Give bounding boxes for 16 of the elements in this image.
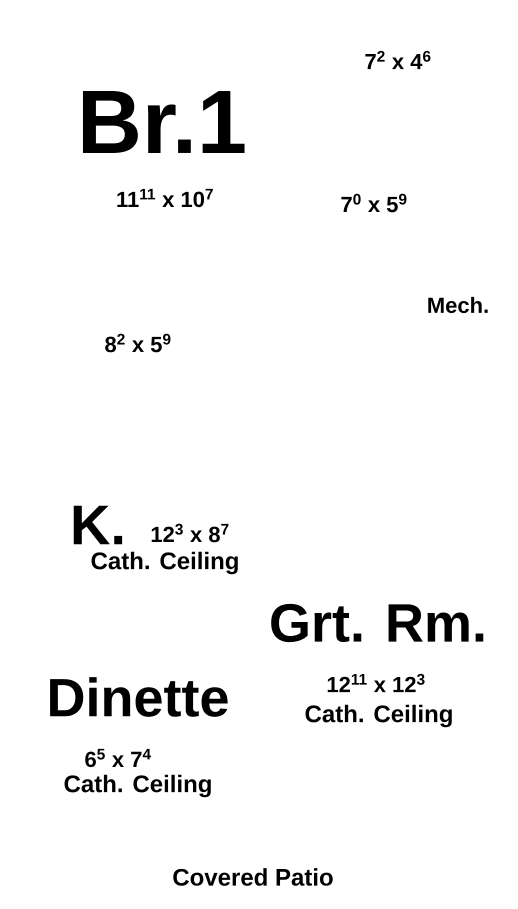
ceiling-note: Cath. Ceiling bbox=[92, 552, 238, 574]
room-label: Br.1 bbox=[82, 91, 245, 153]
dimension-label: 12$^{11}$ x 12$^{3}$ bbox=[328, 674, 425, 692]
ceiling-note: Cath. Ceiling bbox=[64, 774, 211, 798]
dimension-label: 12$^{3}$ x 8$^{7}$ bbox=[152, 524, 228, 542]
room-label: Grt. Rm. bbox=[271, 604, 484, 642]
dimension-label: 8$^{2}$ x 5$^{9}$ bbox=[105, 334, 170, 352]
room-label: Dinette bbox=[50, 677, 228, 717]
dimension-label: 6$^{5}$ x 7$^{4}$ bbox=[85, 748, 151, 768]
room-label: Covered Patio bbox=[173, 868, 333, 886]
room-label: Mech. bbox=[428, 296, 488, 314]
dimension-label: 7$^{2}$ x 4$^{6}$ bbox=[365, 50, 430, 70]
room-label: K. bbox=[74, 506, 122, 544]
dimension-label: 7$^{0}$ x 5$^{9}$ bbox=[341, 194, 406, 212]
dimension-label: 11$^{11}$ x 10$^{7}$ bbox=[117, 188, 213, 208]
ceiling-note: Cath. Ceiling bbox=[306, 704, 452, 728]
